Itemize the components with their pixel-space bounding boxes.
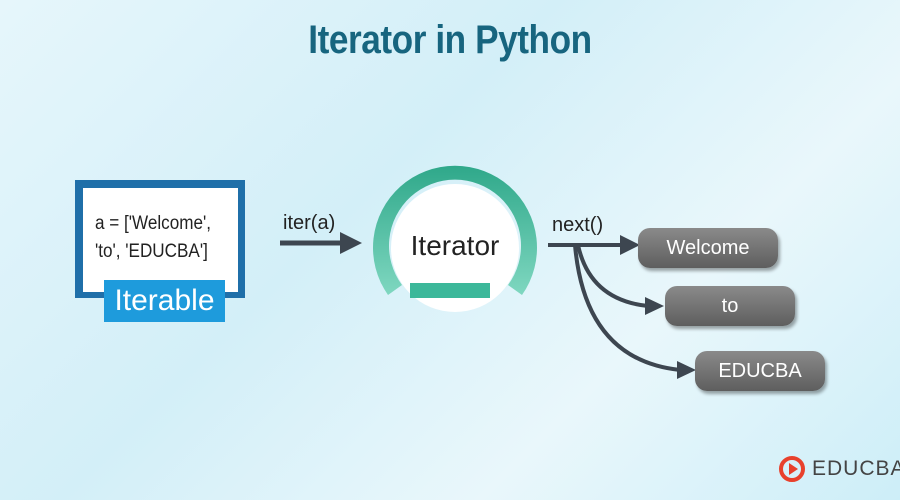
educba-logo-icon (779, 456, 805, 482)
iter-call-label: iter(a) (283, 212, 336, 234)
iterable-code: a = ['Welcome', 'to', 'EDUCBA'] (95, 210, 211, 266)
iterator-ring (373, 165, 537, 312)
diagram-title: Iterator in Python (308, 18, 592, 62)
educba-logo: EDUCBA (778, 455, 900, 483)
code-line-1: a = ['Welcome', (95, 213, 211, 234)
output-pill-educba: EDUCBA (695, 351, 825, 391)
output-pill-to: to (665, 286, 795, 326)
iter-arrow (280, 232, 362, 254)
educba-logo-text: EDUCBA (812, 457, 900, 480)
iterable-label: Iterable (104, 280, 225, 322)
next-call-label: next() (552, 214, 604, 236)
iterator-base (410, 283, 490, 298)
code-line-2: 'to', 'EDUCBA'] (95, 241, 208, 262)
iterator-label: Iterator (410, 230, 500, 261)
output-pill-welcome: Welcome (638, 228, 778, 268)
iterable-box-inner (83, 188, 238, 292)
next-arrows (548, 243, 681, 372)
